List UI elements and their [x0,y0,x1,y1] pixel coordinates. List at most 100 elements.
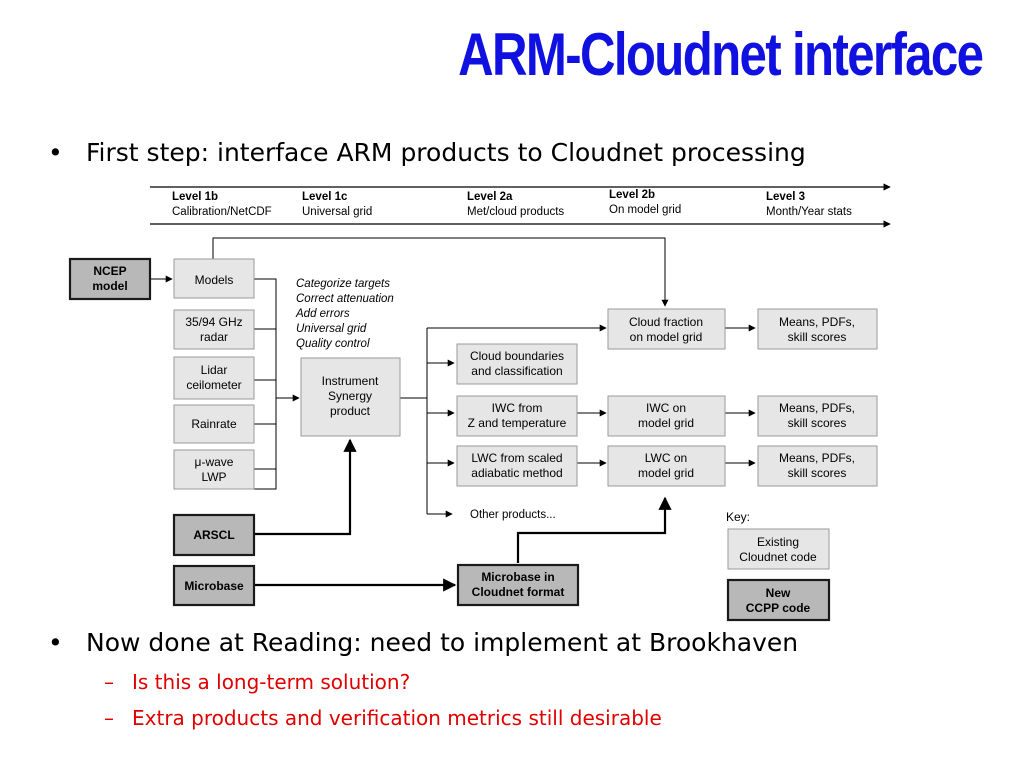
bullet-text: Now done at Reading: need to implement a… [86,628,799,657]
other-products-label: Other products... [470,509,556,521]
box-cloud-fraction: Cloud fraction on model grid [607,308,726,350]
box-line: NCEP [93,264,126,278]
box-line: Existing [757,535,799,549]
box-radar: 35/94 GHz radar [173,309,255,350]
box-ncep-model: NCEP model [68,257,152,301]
level-3: Level 3 Month/Year stats [766,191,852,218]
key-existing-box: Existing Cloudnet code [727,528,830,570]
box-line: product [330,404,371,418]
step-quality-control: Quality control [296,338,370,350]
level-name: Level 3 [766,191,805,203]
sub-bullet-glyph: – [104,670,114,694]
box-line: Synergy [328,389,372,403]
level-name: Level 1b [172,191,218,203]
box-line: Cloud boundaries [470,349,564,363]
bullet-now-done: • Now done at Reading: need to implement … [48,628,798,657]
box-line: CCPP code [746,601,811,615]
box-line: Microbase in [481,570,554,584]
box-means-iwc: Means, PDFs, skill scores [757,395,878,437]
box-line: Cloudnet format [472,585,565,599]
key-label: Key: [726,510,750,524]
box-microbase-cloudnet: Microbase in Cloudnet format [456,563,580,607]
level-1b: Level 1b Calibration/NetCDF [172,191,272,218]
sub-bullet-text: Extra products and verification metrics … [132,706,662,730]
box-mwave: μ-wave LWP [173,449,255,490]
box-line: Means, PDFs, [779,315,855,329]
bullet-first-step: • First step: interface ARM products to C… [48,138,806,167]
box-line: ARSCL [193,528,234,542]
arrow-microbase-lwc-on [516,496,672,563]
level-axis [150,183,891,228]
box-line: skill scores [788,330,847,344]
level-name: Level 2b [609,189,655,201]
box-line: skill scores [788,416,847,430]
box-line: IWC from [492,401,543,415]
box-line: IWC on [646,401,686,415]
step-categorize: Categorize targets [296,278,390,290]
box-line: Microbase [184,579,244,593]
box-line: Means, PDFs, [779,451,855,465]
box-line: skill scores [788,466,847,480]
box-line: LWP [201,470,226,484]
processing-steps: Categorize targets Correct attenuation A… [295,278,394,350]
box-line: model grid [638,466,694,480]
box-lidar: Lidar ceilometer [173,356,255,400]
level-name: Level 1c [302,191,348,203]
box-line: Lidar [201,363,228,377]
level-desc: Calibration/NetCDF [172,206,272,218]
connectors [150,237,756,518]
box-line: model grid [638,416,694,430]
arrow-arscl-synergy [254,438,357,536]
box-line: Z and temperature [468,416,567,430]
box-line: Instrument [322,374,379,388]
box-cloud-boundaries: Cloud boundaries and classification [456,343,578,385]
box-line: Means, PDFs, [779,401,855,415]
bullet-glyph: • [48,628,63,657]
level-2a: Level 2a Met/cloud products [467,191,564,218]
bullet-glyph: • [48,138,63,167]
box-line: LWC on [645,451,687,465]
box-line: model [92,279,127,293]
sub-bullet-long-term: –Is this a long-term solution? [104,670,410,694]
box-line: and classification [471,364,562,378]
box-line: on model grid [630,330,703,344]
box-iwc-from: IWC from Z and temperature [456,395,578,437]
step-errors: Add errors [295,308,350,320]
box-line: Models [195,273,234,287]
key-new-box: New CCPP code [726,578,831,622]
level-labels: Level 1b Calibration/NetCDF Level 1c Uni… [172,189,852,218]
instrument-bracket [254,278,277,490]
box-iwc-on: IWC on model grid [607,395,726,437]
level-desc: Universal grid [302,206,372,218]
box-line: radar [200,330,228,344]
box-microbase: Microbase [172,564,256,607]
box-line: Cloudnet code [739,550,817,564]
box-line: New [766,586,791,600]
level-1c: Level 1c Universal grid [302,191,372,218]
sub-bullet-text: Is this a long-term solution? [132,670,411,694]
box-line: Cloud fraction [629,315,703,329]
thick-connectors [254,438,672,592]
box-line: 35/94 GHz [185,315,242,329]
box-line: ceilometer [186,378,241,392]
step-universal-grid: Universal grid [296,323,367,335]
slide-title: ARM-Cloudnet interface [457,21,984,88]
sub-bullet-extra-products: –Extra products and verification metrics… [104,706,662,730]
box-line: μ-wave [195,455,234,469]
level-desc: Month/Year stats [766,206,852,218]
sub-bullet-glyph: – [104,706,114,730]
step-attenuation: Correct attenuation [296,293,394,305]
arrow-models-cloud-fraction [212,237,669,307]
level-desc: On model grid [609,204,681,216]
box-lwc-on: LWC on model grid [607,445,726,487]
box-arscl: ARSCL [172,513,256,557]
box-means-lwc: Means, PDFs, skill scores [757,445,878,487]
box-line: adiabatic method [471,466,562,480]
box-line: LWC from scaled [471,451,562,465]
box-means-cloud-fraction: Means, PDFs, skill scores [757,308,878,350]
bullet-text: First step: interface ARM products to Cl… [86,138,806,167]
box-rainrate: Rainrate [173,404,255,444]
level-desc: Met/cloud products [467,206,564,218]
box-models: Models [173,258,255,299]
